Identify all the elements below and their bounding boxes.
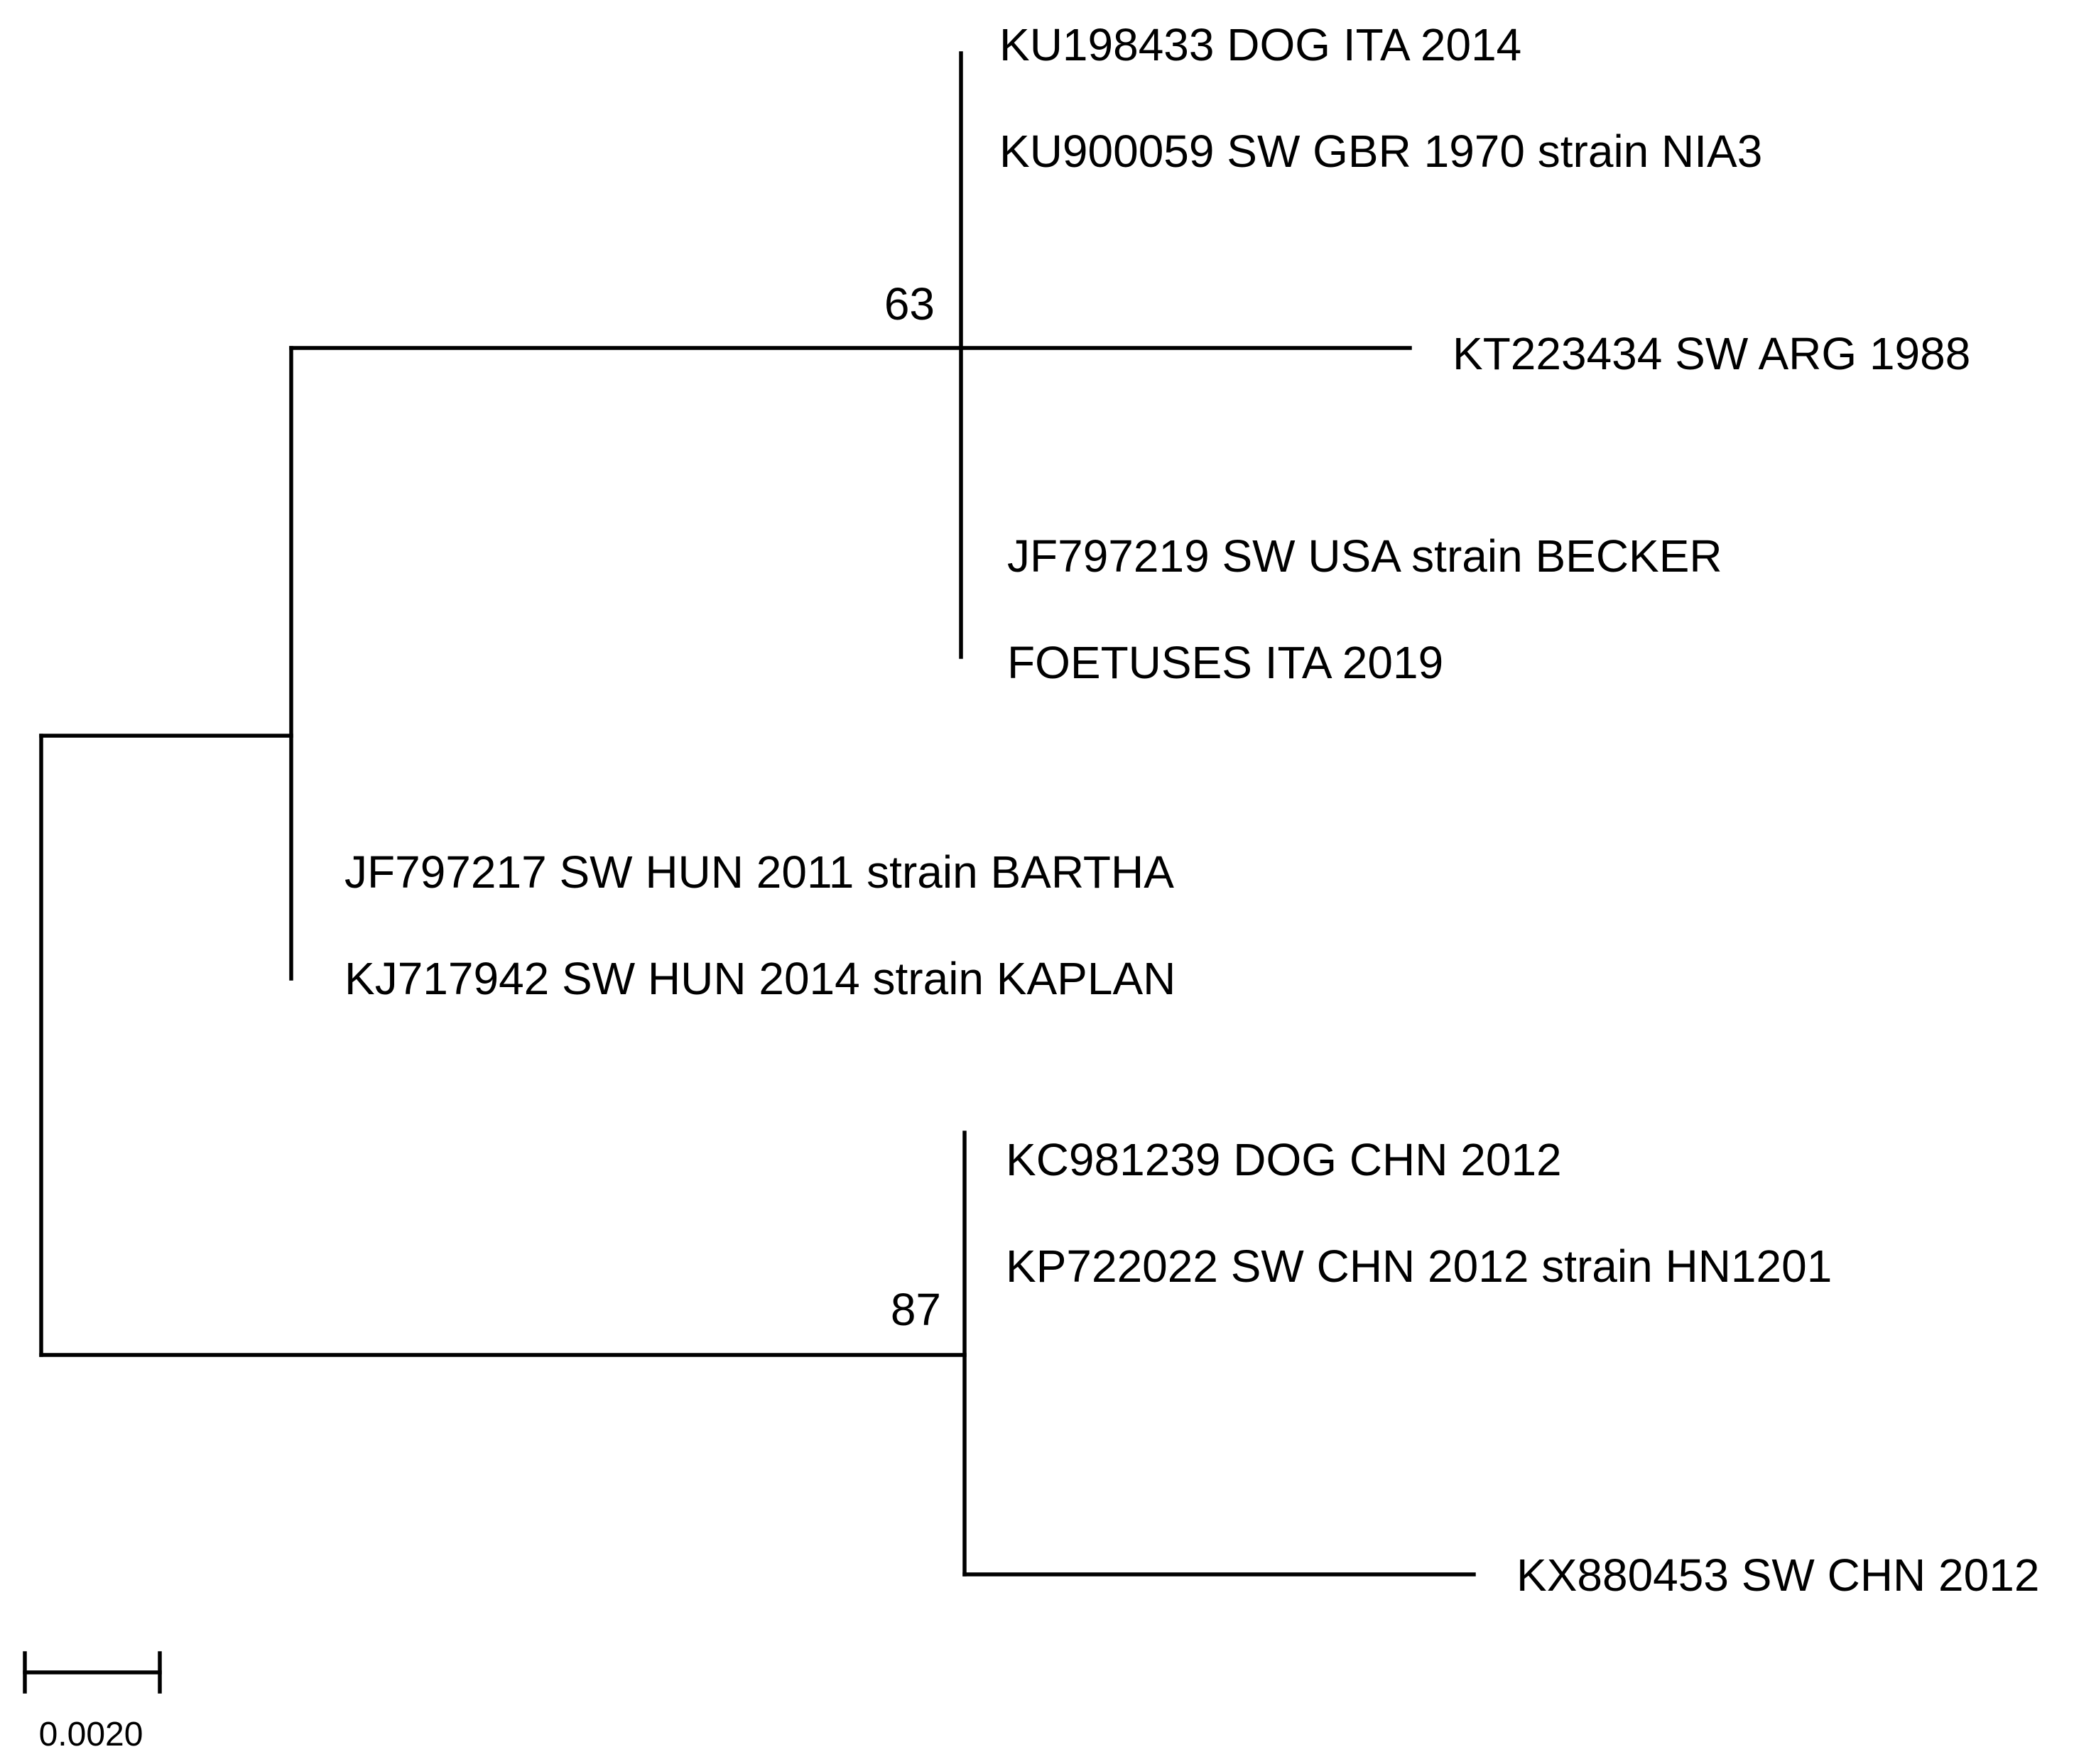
- taxon-label: KU900059 SW GBR 1970 strain NIA3: [999, 126, 1762, 177]
- bootstrap-value-chinese-clade: 87: [891, 1284, 941, 1335]
- scale-bar: 0.0020: [23, 1651, 162, 1753]
- taxon-label: FOETUSES ITA 2019: [1007, 637, 1443, 688]
- taxon-label: KC981239 DOG CHN 2012: [1006, 1134, 1562, 1185]
- taxon-label: JF797219 SW USA strain BECKER: [1007, 530, 1722, 582]
- bootstrap-value-western-clade: 63: [884, 278, 935, 330]
- taxon-label: KU198433 DOG ITA 2014: [999, 19, 1521, 70]
- taxon-label: KJ717942 SW HUN 2014 strain KAPLAN: [344, 953, 1176, 1004]
- scale-bar-label: 0.0020: [39, 1716, 143, 1753]
- taxon-label: KX880453 SW CHN 2012: [1516, 1550, 2039, 1601]
- taxon-label: KP722022 SW CHN 2012 strain HN1201: [1006, 1241, 1832, 1292]
- taxon-label: JF797217 SW HUN 2011 strain BARTHA: [344, 846, 1174, 898]
- taxon-label: KT223434 SW ARG 1988: [1453, 328, 1970, 379]
